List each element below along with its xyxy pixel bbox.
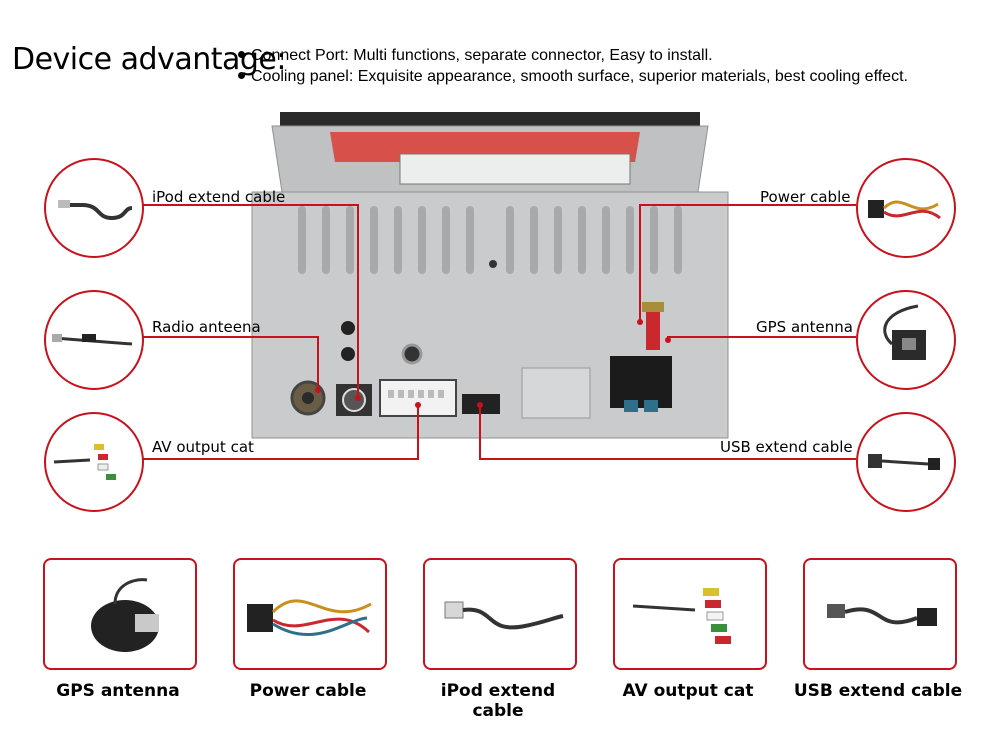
- av-cable-thumbnail: [44, 412, 144, 512]
- caption-power-cable: Power cable: [249, 681, 367, 701]
- radio-antenna-thumbnail: [44, 290, 144, 390]
- callout-gps-antenna: GPS antenna: [756, 318, 853, 336]
- caption-av-output-cat: AV output cat: [622, 681, 754, 701]
- gps-antenna-thumbnail: [856, 290, 956, 390]
- ipod-cable-photo-icon: [444, 601, 564, 630]
- ipod-cable-thumbnail: [44, 158, 144, 258]
- usb-cable-thumbnail: [856, 412, 956, 512]
- accessory-card-gps-antenna: [43, 558, 197, 670]
- callout-av-output: AV output cat: [152, 438, 254, 456]
- accessory-card-usb-cable: [803, 558, 957, 670]
- power-cable-thumbnail: [856, 158, 956, 258]
- callout-radio-antenna: Radio anteena: [152, 318, 261, 336]
- caption-usb-extend-cable: USB extend cable: [793, 681, 963, 701]
- accessory-card-av-cable: [613, 558, 767, 670]
- accessory-card-ipod-cable: [423, 558, 577, 670]
- av-cable-photo-icon: [53, 444, 116, 480]
- device-rear-panel-image: [250, 110, 730, 440]
- usb-cable-photo-icon: [868, 454, 940, 470]
- av-cable-photo-icon: [632, 588, 731, 644]
- bullet-icon: [238, 51, 245, 58]
- advantage-item-1: Connect Port: Multi functions, separate …: [238, 47, 713, 65]
- radio-antenna-photo-icon: [52, 334, 133, 346]
- callout-usb-extend-cable: USB extend cable: [720, 438, 853, 456]
- bullet-icon: [238, 72, 245, 79]
- caption-gps-antenna: GPS antenna: [56, 681, 180, 701]
- ipod-cable-photo-icon: [58, 200, 133, 221]
- callout-power-cable: Power cable: [760, 188, 851, 206]
- gps-antenna-photo-icon: [91, 578, 159, 652]
- callout-ipod-extend-cable: iPod extend cable: [152, 188, 286, 206]
- usb-cable-photo-icon: [827, 604, 937, 626]
- caption-ipod-extend-cable: iPod extend cable: [440, 681, 556, 721]
- power-cable-photo-icon: [868, 200, 941, 220]
- power-cable-photo-icon: [247, 599, 372, 636]
- advantage-item-2: Cooling panel: Exquisite appearance, smo…: [238, 68, 908, 86]
- page-title: Device advantage:: [12, 42, 286, 77]
- gps-antenna-photo-icon: [883, 304, 926, 360]
- accessory-card-power-cable: [233, 558, 387, 670]
